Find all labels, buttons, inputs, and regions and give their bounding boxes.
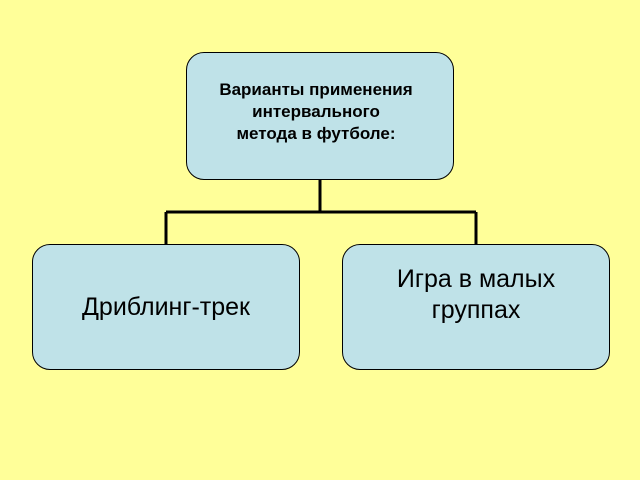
child-node-dribbling-track: Дриблинг-трек (32, 244, 300, 370)
child-node-small-group-game: Игра в малых группах (342, 244, 610, 370)
root-node-label: Варианты применения интервального метода… (219, 80, 413, 143)
child-node-label: Дриблинг-трек (82, 292, 250, 321)
root-node: Варианты применения интервального метода… (186, 52, 454, 180)
child-node-label: Игра в малых группах (396, 265, 556, 324)
